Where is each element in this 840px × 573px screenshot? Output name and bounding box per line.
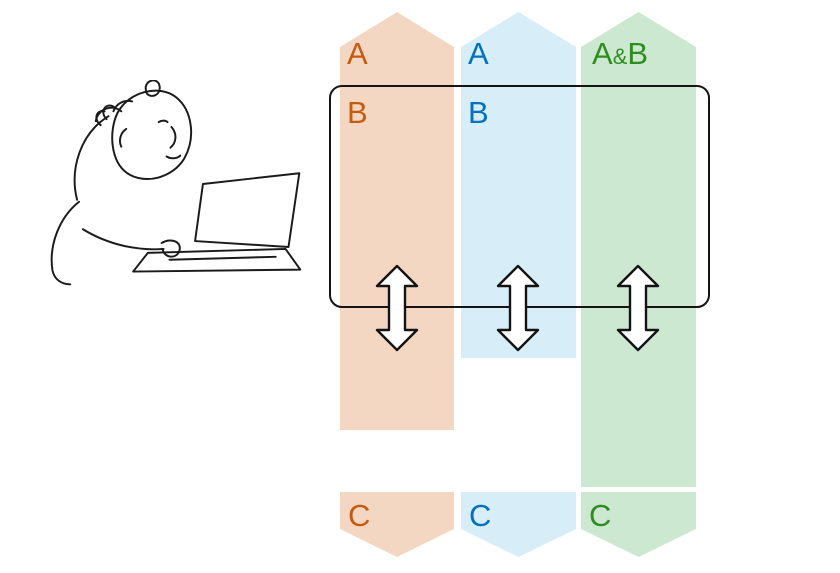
stream-band-orange — [340, 12, 454, 430]
laptop-icon — [132, 172, 302, 273]
label-header-orange: A — [347, 36, 368, 71]
label-header-green-second: B — [627, 36, 649, 71]
person-thinking-at-laptop-illustration — [50, 80, 302, 286]
updown-arrow-icon-blue — [496, 264, 540, 352]
label-header-green-amp: & — [612, 44, 628, 69]
stream-band-green — [581, 12, 696, 487]
updown-arrow-icon-orange — [375, 264, 419, 352]
updown-arrow-icon-green — [616, 264, 660, 352]
label-box-orange: B — [347, 95, 368, 130]
label-footer-green: C — [589, 498, 612, 533]
label-box-blue: B — [468, 95, 489, 130]
label-footer-blue: C — [469, 498, 492, 533]
label-header-green: A&B — [592, 38, 648, 69]
label-header-green-first: A — [592, 36, 613, 71]
label-footer-orange: C — [348, 498, 371, 533]
person-sketch — [50, 80, 192, 286]
label-header-blue: A — [468, 36, 489, 71]
